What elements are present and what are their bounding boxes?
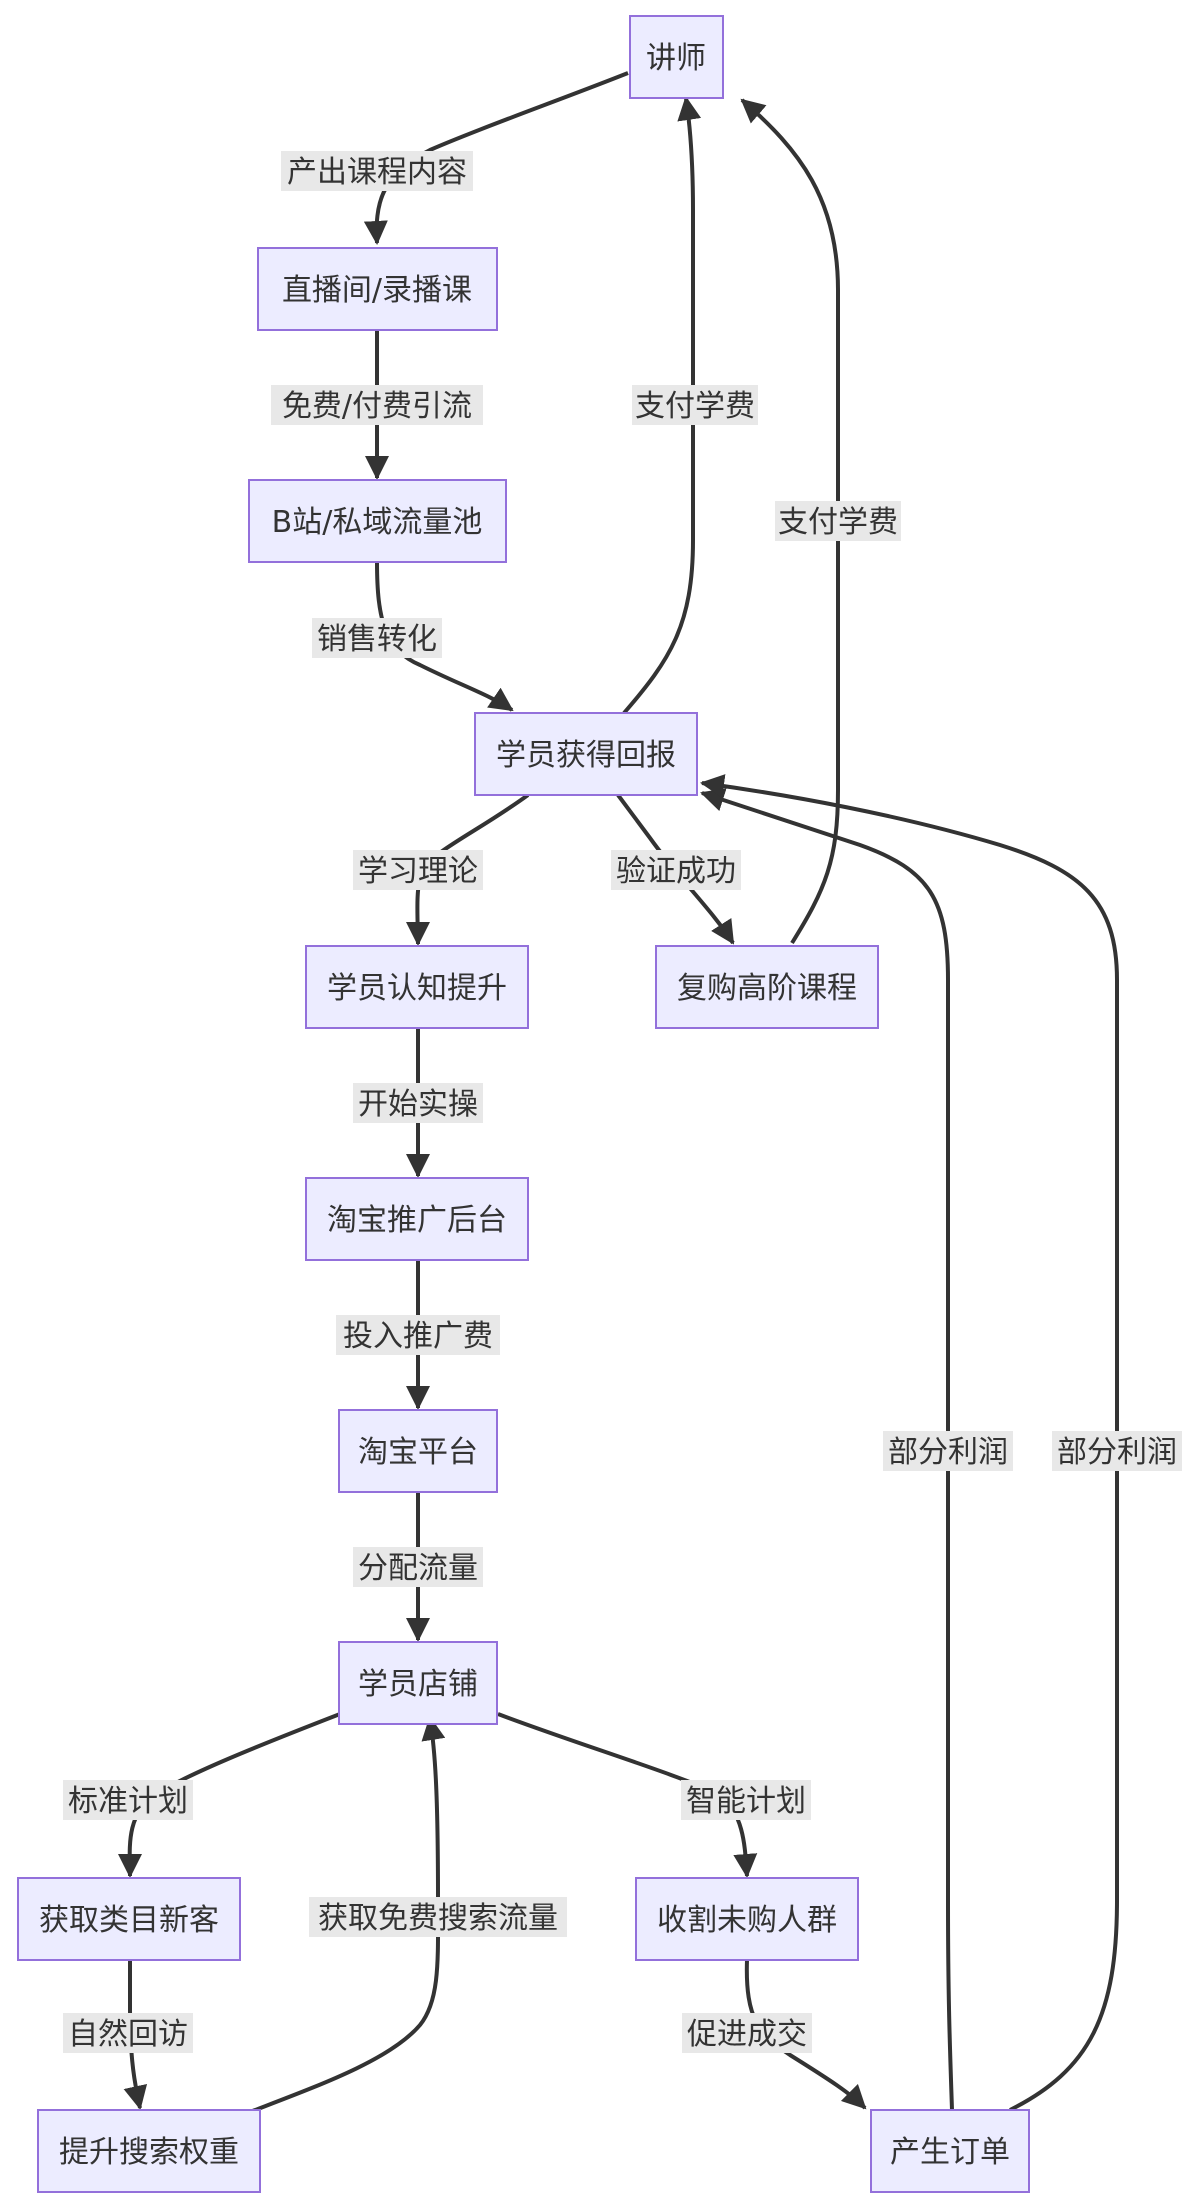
node-platform: 淘宝平台 (338, 1409, 498, 1493)
node-order-label: 产生订单 (890, 2135, 1010, 2170)
edge-label-invest: 投入推广费 (336, 1315, 500, 1355)
node-store-label: 学员店铺 (358, 1667, 478, 1702)
node-weight: 提升搜索权重 (37, 2109, 261, 2193)
edge-label-pay2: 支付学费 (775, 501, 901, 541)
edge-label-learn-text: 学习理论 (358, 854, 478, 889)
node-store: 学员店铺 (338, 1641, 498, 1725)
edge-label-produce: 产出课程内容 (281, 151, 473, 191)
edge-label-pay2-text: 支付学费 (778, 505, 898, 540)
edge-label-promote-text: 促进成交 (687, 2017, 807, 2052)
edge-labels: 产出课程内容 免费/付费引流 销售转化 支付学费 支付学费 学习理论 验证成功 (63, 151, 1182, 2053)
node-lecturer: 讲师 (629, 15, 724, 99)
node-backend: 淘宝推广后台 (305, 1177, 529, 1261)
edge-weight-store (249, 1716, 446, 2114)
edge-pool-reward (375, 561, 514, 712)
node-repurchase-label: 复购高阶课程 (677, 971, 857, 1006)
node-order: 产生订单 (870, 2109, 1030, 2193)
edge-label-profit1-text: 部分利润 (888, 1435, 1008, 1470)
edge-reward-lecturer (622, 96, 702, 715)
edge-label-distribute-text: 分配流量 (358, 1551, 478, 1586)
node-newcust: 获取类目新客 (17, 1877, 241, 1961)
node-cognition: 学员认知提升 (305, 945, 529, 1029)
edge-label-standard-text: 标准计划 (68, 1784, 188, 1819)
edge-label-traffic: 免费/付费引流 (271, 385, 483, 425)
node-backend-label: 淘宝推广后台 (327, 1203, 507, 1238)
node-lecturer-label: 讲师 (646, 41, 706, 76)
edge-label-distribute: 分配流量 (353, 1547, 483, 1587)
edge-label-sales: 销售转化 (312, 618, 442, 658)
edge-label-practice-text: 开始实操 (358, 1087, 478, 1122)
edge-label-learn: 学习理论 (353, 850, 483, 890)
node-weight-label: 提升搜索权重 (59, 2135, 239, 2170)
edge-label-profit2-text: 部分利润 (1057, 1435, 1177, 1470)
edge-label-promote: 促进成交 (682, 2013, 812, 2053)
edge-label-profit2: 部分利润 (1052, 1431, 1182, 1471)
edge-label-revisit: 自然回访 (63, 2013, 193, 2053)
node-repurchase: 复购高阶课程 (655, 945, 879, 1029)
edge-label-freesearch-text: 获取免费搜索流量 (318, 1901, 558, 1936)
edges (117, 71, 1119, 2114)
edge-label-practice: 开始实操 (353, 1083, 483, 1123)
edge-label-standard: 标准计划 (63, 1780, 193, 1820)
edge-label-freesearch: 获取免费搜索流量 (309, 1897, 567, 1937)
edge-order-reward-2 (700, 774, 1119, 2112)
edge-label-pay1-text: 支付学费 (635, 389, 755, 424)
edge-harvest-order (744, 1959, 867, 2110)
node-live: 直播间/录播课 (257, 247, 498, 331)
node-harvest-label: 收割未购人群 (657, 1903, 837, 1938)
edge-newcust-weight (123, 1960, 148, 2110)
edge-label-invest-text: 投入推广费 (343, 1319, 493, 1354)
edge-label-revisit-text: 自然回访 (68, 2017, 188, 2052)
edge-label-verify: 验证成功 (611, 850, 741, 890)
edge-label-profit1: 部分利润 (883, 1431, 1013, 1471)
edge-label-smart: 智能计划 (681, 1780, 811, 1820)
edge-order-reward-1 (700, 788, 954, 2111)
edge-label-produce-text: 产出课程内容 (287, 155, 467, 190)
node-pool: B站/私域流量池 (248, 479, 507, 563)
edge-repurchase-lecturer (740, 98, 840, 945)
node-cognition-label: 学员认知提升 (327, 971, 507, 1006)
nodes: 讲师 直播间/录播课 B站/私域流量池 学员获得回报 学员认知提升 复购高阶课程… (17, 15, 1030, 2193)
edge-label-smart-text: 智能计划 (686, 1784, 806, 1819)
node-harvest: 收割未购人群 (635, 1877, 859, 1961)
node-reward: 学员获得回报 (474, 712, 698, 796)
edge-label-verify-text: 验证成功 (616, 854, 736, 889)
node-platform-label: 淘宝平台 (358, 1435, 478, 1470)
edge-label-sales-text: 销售转化 (317, 622, 437, 657)
node-newcust-label: 获取类目新客 (39, 1903, 219, 1938)
node-reward-label: 学员获得回报 (496, 738, 676, 773)
edge-label-traffic-text: 免费/付费引流 (282, 389, 472, 424)
edge-label-pay1: 支付学费 (632, 385, 758, 425)
edge-lecturer-live (363, 71, 629, 245)
node-live-label: 直播间/录播课 (282, 273, 472, 308)
node-pool-label: B站/私域流量池 (272, 505, 483, 540)
